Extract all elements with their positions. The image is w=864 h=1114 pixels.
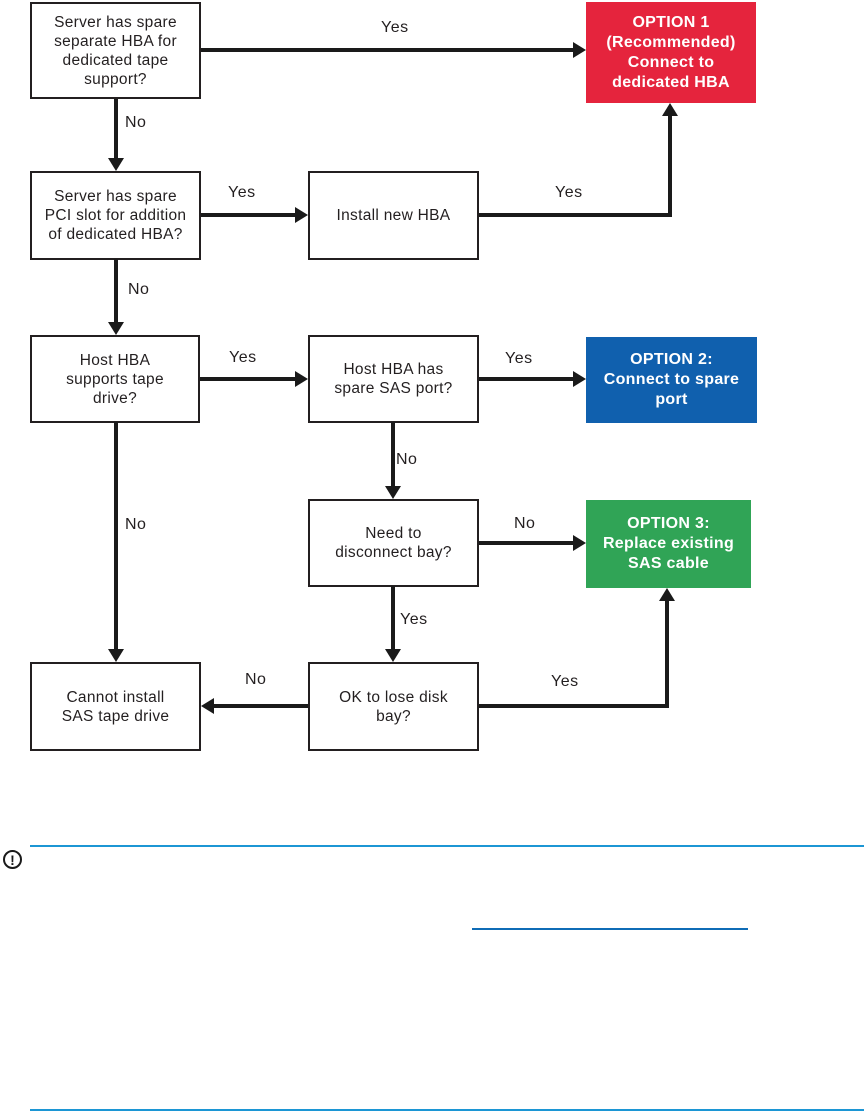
edge-label-q4-no: No — [396, 451, 418, 468]
flow-node-spare-hba-question: Server has spare separate HBA for dedica… — [30, 2, 201, 99]
arrowhead-into-q5 — [385, 486, 401, 499]
arrow-line-q6-vertical — [665, 599, 669, 708]
edge-label-q5-no: No — [514, 515, 536, 532]
arrowhead-into-cannot-top — [108, 649, 124, 662]
edge-label-q6-no: No — [245, 671, 267, 688]
arrow-line-q5-to-option3 — [479, 541, 575, 545]
arrowhead-into-install — [295, 207, 308, 223]
arrow-line-q4-to-option2 — [479, 377, 575, 381]
important-icon-glyph: ! — [10, 851, 15, 868]
flow-node-disconnect-bay-question: Need to disconnect bay? — [308, 499, 479, 587]
arrowhead-into-option3-left — [573, 535, 586, 551]
flow-node-option1: OPTION 1 (Recommended) Connect to dedica… — [586, 2, 756, 103]
arrow-line-q4-to-q5 — [391, 422, 395, 488]
horizontal-rule-top — [30, 845, 864, 847]
edge-label-q5-yes: Yes — [400, 611, 428, 628]
arrowhead-into-cannot-right — [201, 698, 214, 714]
flow-node-cannot-install: Cannot install SAS tape drive — [30, 662, 201, 751]
arrowhead-into-q3 — [108, 322, 124, 335]
flow-node-spare-sas-port-question: Host HBA has spare SAS port? — [308, 335, 479, 423]
edge-label-install-yes: Yes — [555, 184, 583, 201]
flow-node-install-new-hba: Install new HBA — [308, 171, 479, 260]
arrowhead-into-option1-bottom — [662, 103, 678, 116]
important-icon: ! — [3, 850, 22, 869]
edge-label-q3-no: No — [125, 516, 147, 533]
flow-node-supports-tape-question: Host HBA supports tape drive? — [30, 335, 200, 423]
arrow-line-q2-to-install — [201, 213, 297, 217]
arrowhead-into-option2 — [573, 371, 586, 387]
arrow-line-q1-to-option1 — [201, 48, 577, 52]
edge-label-q3-yes: Yes — [229, 349, 257, 366]
flow-node-option3: OPTION 3: Replace existing SAS cable — [586, 500, 751, 588]
arrow-line-q5-to-q6 — [391, 586, 395, 651]
arrow-line-q3-to-q4 — [200, 377, 296, 381]
arrow-line-install-vertical — [668, 112, 672, 215]
edge-label-q1-no: No — [125, 114, 147, 131]
arrow-line-q2-to-q3 — [114, 259, 118, 323]
arrow-line-q3-to-cannot — [114, 422, 118, 651]
hyperlink-underline[interactable] — [472, 928, 748, 930]
arrow-line-install-horizontal — [479, 213, 672, 217]
horizontal-rule-bottom — [30, 1109, 864, 1111]
arrow-line-q6-to-cannot — [213, 704, 308, 708]
edge-label-q1-yes: Yes — [381, 19, 409, 36]
edge-label-q4-yes: Yes — [505, 350, 533, 367]
arrowhead-into-q6 — [385, 649, 401, 662]
arrowhead-into-option1-left — [573, 42, 586, 58]
arrowhead-into-q2 — [108, 158, 124, 171]
arrow-line-q6-horizontal — [479, 704, 669, 708]
arrow-line-q1-to-q2 — [114, 99, 118, 160]
edge-label-q2-no: No — [128, 281, 150, 298]
flow-node-lose-disk-bay-question: OK to lose disk bay? — [308, 662, 479, 751]
edge-label-q2-yes: Yes — [228, 184, 256, 201]
arrowhead-into-option3-bottom — [659, 588, 675, 601]
flow-node-pci-slot-question: Server has spare PCI slot for addition o… — [30, 171, 201, 260]
edge-label-q6-yes: Yes — [551, 673, 579, 690]
flow-node-option2: OPTION 2: Connect to spare port — [586, 337, 757, 423]
arrowhead-into-q4 — [295, 371, 308, 387]
